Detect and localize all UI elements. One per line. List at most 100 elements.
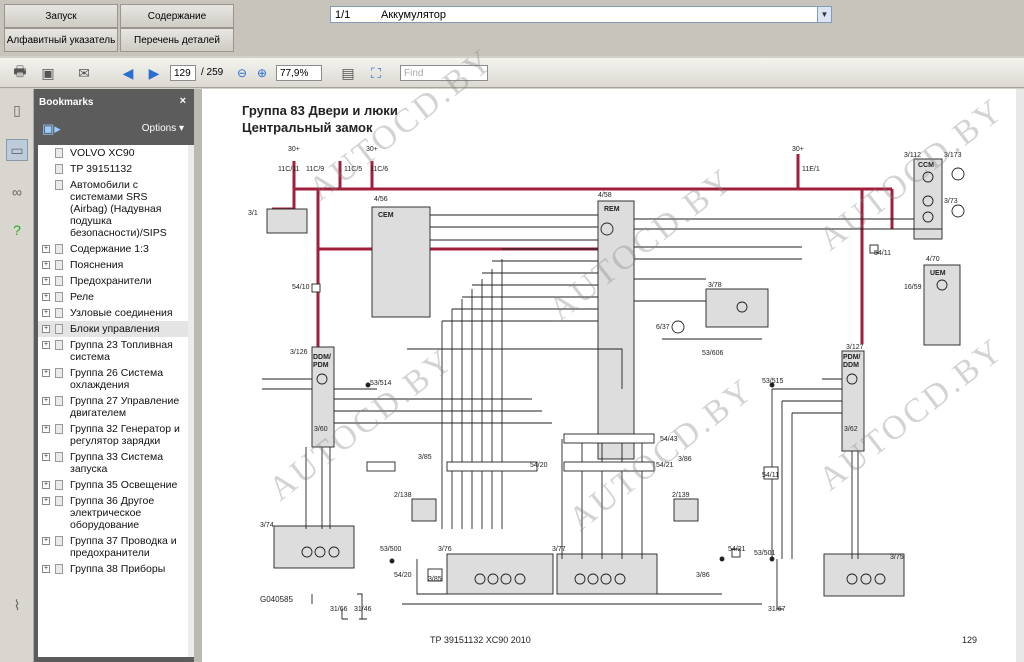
page-number-input[interactable]: 129 [170, 65, 196, 81]
pages-icon[interactable]: ▯ [13, 101, 21, 118]
bookmark-item[interactable]: + Группа 23 Топливная система [38, 337, 188, 365]
bookmark-label: VOLVO XC90 [70, 147, 135, 159]
bookmark-item[interactable]: + Блоки управления [38, 321, 188, 337]
bookmark-item[interactable]: +Предохранители [38, 273, 188, 289]
bookmark-item[interactable]: VOLVO XC90 [38, 145, 188, 161]
full-screen-icon[interactable]: ⛶ [371, 64, 381, 81]
svg-text:3/85: 3/85 [418, 454, 432, 461]
expand-icon[interactable]: + [42, 325, 50, 333]
page-icon [55, 564, 63, 574]
expand-icon[interactable]: + [42, 261, 50, 269]
contents-button[interactable]: Содержание [120, 4, 234, 28]
expand-icon[interactable]: + [42, 309, 50, 317]
expand-icon[interactable]: + [42, 245, 50, 253]
options-button[interactable]: Options ▾ [141, 123, 184, 134]
svg-text:3/86: 3/86 [678, 456, 692, 463]
document-area: Группа 83 Двери и люки Центральный замок [202, 41, 1024, 662]
expand-icon[interactable]: + [42, 497, 50, 505]
expand-icon[interactable]: + [42, 537, 50, 545]
bookmark-item[interactable]: +Реле [38, 289, 188, 305]
page-icon [55, 148, 63, 158]
expand-icon[interactable]: + [42, 397, 50, 405]
fit-page-icon[interactable]: ▤ [341, 64, 355, 81]
find-input[interactable]: Find [400, 65, 488, 81]
bookmark-item[interactable]: +Группа 27 Управление двигателем [38, 393, 188, 421]
save-icon[interactable]: ▣ [41, 64, 55, 81]
bookmarks-icon[interactable]: ▭ [6, 139, 28, 161]
bookmark-item[interactable]: +Группа 36 Другое электрическое оборудов… [38, 493, 188, 533]
document-select[interactable]: 1/1 Аккумулятор ▼ [330, 6, 832, 23]
expand-icon[interactable]: + [42, 565, 50, 573]
email-icon[interactable]: ✉ [78, 64, 90, 81]
expand-icon[interactable]: + [42, 425, 50, 433]
svg-text:3/74: 3/74 [260, 522, 274, 529]
attachments-icon[interactable]: ⌇ [13, 596, 21, 613]
expand-icon[interactable]: + [42, 341, 50, 349]
svg-text:3/112: 3/112 [904, 152, 921, 159]
bookmark-item[interactable]: +Группа 32 Генератор и регулятор зарядки [38, 421, 188, 449]
svg-text:CEM: CEM [378, 212, 394, 219]
bookmark-label: Содержание 1:3 [70, 243, 149, 255]
svg-text:54/11: 54/11 [874, 250, 891, 257]
page-icon [55, 480, 63, 490]
expand-icon[interactable]: + [42, 369, 50, 377]
bookmark-item[interactable]: +Узловые соединения [38, 305, 188, 321]
navigation-strip: ▯ ▭ ∞ ? ⌇ [0, 89, 34, 662]
help-icon[interactable]: ? [13, 222, 21, 238]
svg-text:4/56: 4/56 [374, 196, 388, 203]
bookmark-item[interactable]: + Пояснения [38, 257, 188, 273]
bookmark-label: Пояснения [70, 259, 124, 271]
svg-text:53/515: 53/515 [762, 378, 784, 385]
bookmark-item[interactable]: TP 39151132 [38, 161, 188, 177]
zoom-select[interactable]: 77,9% [276, 65, 322, 81]
svg-text:30+: 30+ [792, 146, 804, 153]
bookmarks-options-bar: ▣▸ Options ▾ [34, 115, 194, 145]
expand-icon[interactable]: + [42, 453, 50, 461]
page-icon [55, 244, 63, 254]
previous-page-icon[interactable]: ◀ [122, 64, 134, 81]
document-scrollbar[interactable] [1016, 89, 1024, 662]
bookmarks-title: Bookmarks [39, 96, 94, 108]
bookmarks-header: Bookmarks × [34, 89, 194, 115]
svg-text:53/500: 53/500 [380, 546, 402, 553]
panel-splitter[interactable] [194, 89, 202, 662]
bookmark-tools-icon[interactable]: ▣▸ [42, 121, 61, 136]
page-icon [55, 324, 63, 334]
page-icon [55, 452, 63, 462]
svg-text:54/21: 54/21 [656, 462, 674, 469]
page-number: 129 [962, 635, 978, 645]
print-icon[interactable]: 🖶 [13, 63, 27, 79]
parts-list-button[interactable]: Перечень деталей [120, 28, 234, 52]
next-page-icon[interactable]: ▶ [148, 64, 160, 81]
zoom-out-icon[interactable]: ⊖ [236, 66, 248, 80]
svg-text:54/43: 54/43 [660, 436, 678, 443]
bookmark-item[interactable]: +Группа 26 Система охлаждения [38, 365, 188, 393]
svg-text:3/75: 3/75 [890, 554, 904, 561]
bookmark-item[interactable]: +Группа 38 Приборы [38, 561, 188, 577]
bookmark-item[interactable]: Автомобили с системами SRS (Airbag) (Над… [38, 177, 188, 241]
expand-icon[interactable]: + [42, 277, 50, 285]
expand-icon[interactable]: + [42, 481, 50, 489]
bookmark-item[interactable]: +Группа 33 Система запуска [38, 449, 188, 477]
page-icon [55, 424, 63, 434]
svg-text:53/514: 53/514 [370, 380, 392, 387]
svg-text:PDM/: PDM/ [843, 354, 861, 361]
bookmark-label: Блоки управления [70, 323, 160, 335]
alphabetic-index-button[interactable]: Алфавитный указатель [4, 28, 118, 52]
expand-icon[interactable]: + [42, 293, 50, 301]
svg-text:DDM: DDM [843, 362, 859, 369]
zoom-in-icon[interactable]: ⊕ [256, 66, 268, 80]
bookmark-item[interactable]: + Содержание 1:3 [38, 241, 188, 257]
start-button[interactable]: Запуск [4, 4, 118, 28]
close-icon[interactable]: × [179, 95, 186, 107]
svg-text:3/126: 3/126 [290, 349, 308, 356]
svg-text:3/86: 3/86 [696, 572, 710, 579]
chevron-down-icon[interactable]: ▼ [817, 7, 831, 22]
svg-text:53/606: 53/606 [702, 350, 724, 357]
bookmark-item[interactable]: +Группа 35 Освещение [38, 477, 188, 493]
bookmark-item[interactable]: +Группа 37 Проводка и предохранители [38, 533, 188, 561]
binoculars-icon[interactable]: ∞ [12, 184, 22, 200]
bookmark-label: Группа 23 Топливная система [70, 339, 173, 363]
